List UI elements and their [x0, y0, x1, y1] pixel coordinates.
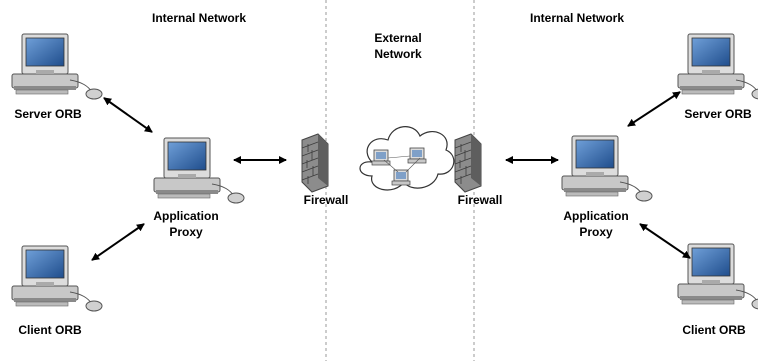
left-server-label: Server ORB: [14, 107, 82, 121]
right-proxy-label-line2: Proxy: [579, 225, 613, 239]
right-proxy-computer-icon: [561, 135, 653, 202]
right-server-label: Server ORB: [684, 107, 752, 121]
right-client-computer-icon: [677, 243, 758, 310]
right-client-label: Client ORB: [682, 323, 746, 337]
arrow-left-proxy-client: [91, 223, 145, 261]
right-proxy-label-line1: Application: [563, 209, 628, 223]
right-firewall-icon: [454, 133, 482, 193]
left-client-computer-icon: [11, 245, 103, 312]
left-proxy-computer-icon: [153, 137, 245, 204]
right-firewall-label: Firewall: [458, 193, 503, 207]
cloud-icon: [359, 126, 455, 191]
right-server-computer-icon: [677, 33, 758, 100]
left-server-computer-icon: [11, 33, 103, 100]
zone-title-center-line2: Network: [374, 47, 422, 61]
arrow-right-proxy-server: [627, 91, 681, 127]
left-firewall-icon: [301, 133, 329, 193]
zone-title-right: Internal Network: [530, 11, 624, 25]
left-client-label: Client ORB: [18, 323, 82, 337]
left-proxy-label-line2: Proxy: [169, 225, 203, 239]
arrow-left-server-proxy: [103, 97, 153, 133]
arrow-right-proxy-client: [639, 223, 691, 259]
zone-title-left: Internal Network: [152, 11, 246, 25]
zone-title-center-line1: External: [374, 31, 421, 45]
left-proxy-label-line1: Application: [153, 209, 218, 223]
left-firewall-label: Firewall: [304, 193, 349, 207]
